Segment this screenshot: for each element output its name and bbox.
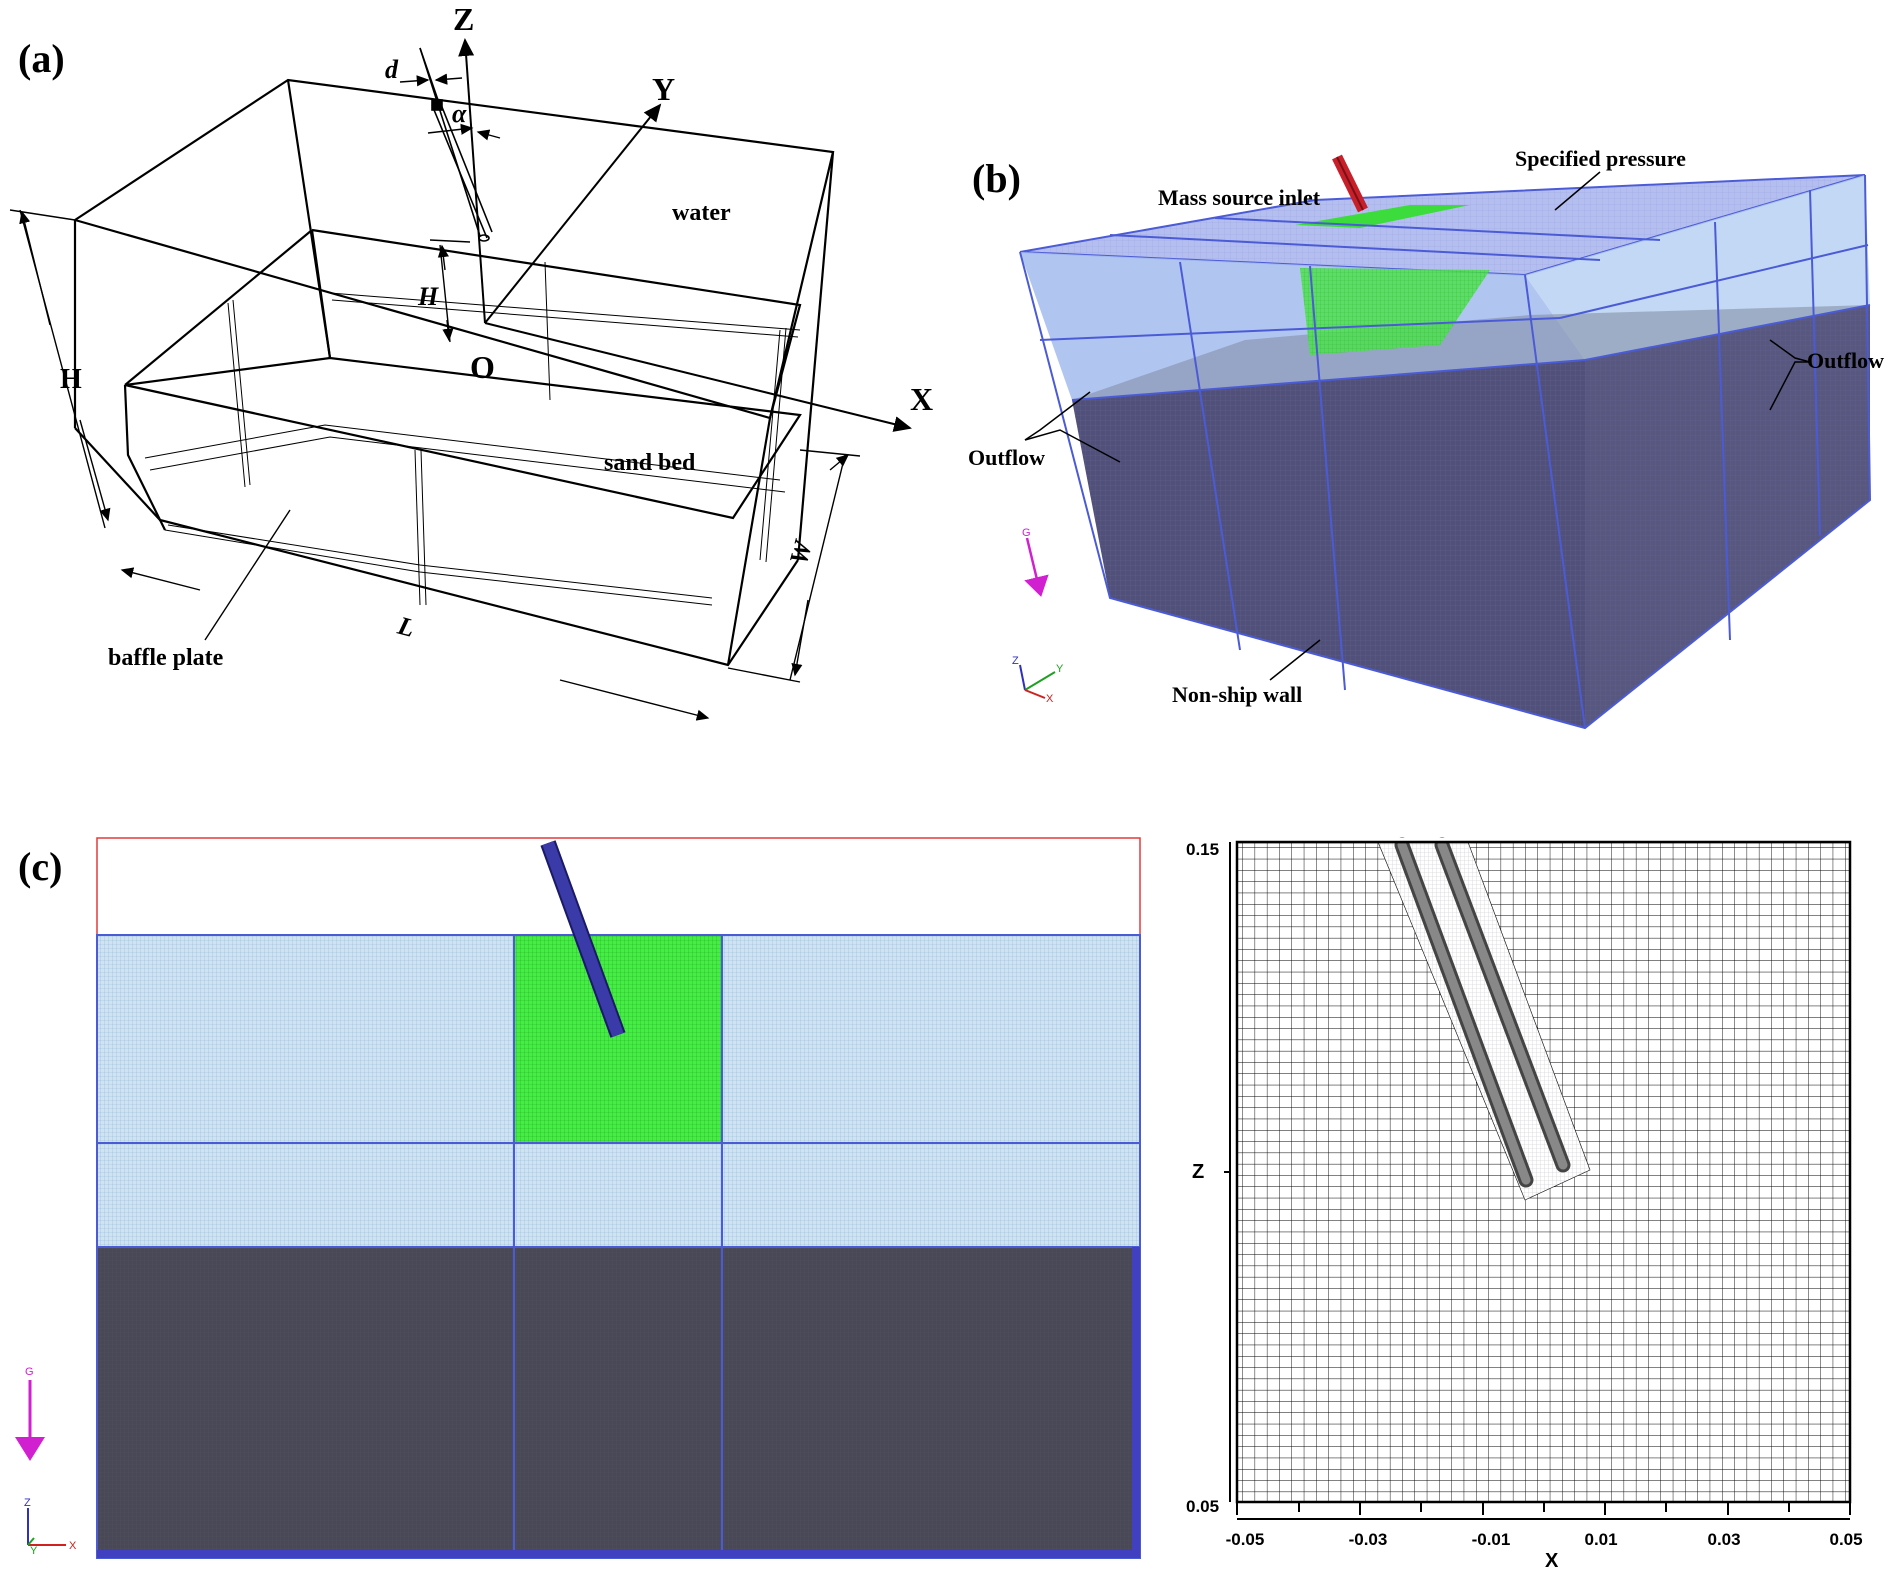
baffle-plate-leader [204, 509, 291, 641]
triad-b-y: Y [1056, 663, 1064, 675]
origin-label: O [470, 349, 495, 385]
panel-b: (b) [968, 146, 1884, 730]
refinement-mesh-c [514, 935, 722, 1143]
dim-l-label: L [394, 610, 418, 642]
outflow-right-leader-2 [1769, 361, 1810, 411]
domain-sand-top [1072, 305, 1870, 400]
triad-c-y: Y [30, 1545, 38, 1557]
domain-front-sand-mesh [1072, 360, 1585, 728]
pipe-walls-d [1394, 837, 1571, 1188]
y-tick-top-d: 0.15 [1186, 840, 1219, 859]
gravity-label-b: G [1022, 527, 1031, 539]
triad-c [27, 1508, 66, 1546]
right-boundary-c [1132, 1247, 1140, 1558]
dimension-w [727, 449, 861, 683]
axis-z-label: Z [453, 1, 474, 37]
dim-w-label: W [784, 536, 818, 568]
panel-c: (c) G [15, 837, 1141, 1559]
axis-y-label: Y [652, 71, 675, 107]
triad-b [1019, 664, 1056, 699]
bottom-boundary-c [97, 1550, 1140, 1558]
x-tick-4: 0.03 [1708, 1530, 1741, 1549]
outflow-left-leader-1 [1024, 391, 1091, 441]
plot-top-cover-d [1237, 838, 1850, 842]
dim-h-left-label: H [60, 364, 82, 395]
dim-h-inner-label: H [417, 282, 439, 311]
mass-source-inlet-label: Mass source inlet [1158, 185, 1321, 210]
axes-a [458, 38, 912, 432]
non-ship-wall-leader [1269, 639, 1321, 681]
specified-pressure-leader [1554, 171, 1601, 211]
refinement-box-3d-mesh [1300, 268, 1490, 355]
x-axis-label-d: X [1545, 1550, 1559, 1570]
water-label: water [672, 200, 731, 226]
axis-x-label: X [910, 381, 933, 417]
dimension-h-inner [429, 239, 471, 343]
x-tick-2: -0.01 [1472, 1530, 1511, 1549]
outflow-right-label: Outflow [1807, 348, 1884, 373]
triad-b-x: X [1046, 693, 1054, 705]
non-ship-wall-label: Non-ship wall [1172, 682, 1302, 707]
panel-c-label: (c) [18, 844, 62, 889]
dimension-h-left [9, 209, 111, 529]
block-lines-c [96, 934, 1141, 1559]
outflow-right-leader-1 [1769, 339, 1811, 363]
red-pipe [1332, 154, 1368, 213]
panel-a-label: (a) [18, 36, 65, 81]
mass-source-inlet-patch [1295, 205, 1470, 228]
y-axis-label-d: Z [1192, 1161, 1204, 1183]
tank-outline [73, 78, 835, 667]
dim-alpha-label: α [452, 99, 467, 128]
panel-b-label: (b) [972, 156, 1021, 201]
sand-bed-label: sand bed [604, 450, 696, 476]
baffle-plate-label: baffle plate [108, 645, 224, 671]
x-tick-0: -0.05 [1226, 1530, 1265, 1549]
panel-a: (a) [9, 1, 933, 721]
domain-right-sand-mesh [1585, 305, 1870, 728]
x-axis-ticks-d [1236, 1502, 1851, 1520]
panel-d: 0.15 0.05 Z -0.05 -0.03 -0.01 0.01 0.03 … [1186, 837, 1863, 1570]
pipe-a [419, 47, 493, 242]
dim-d-label: d [385, 55, 399, 84]
dimension-l [120, 567, 710, 721]
x-tick-labels-d: -0.05 -0.03 -0.01 0.01 0.03 0.05 [1226, 1530, 1863, 1549]
blue-pipe-c [540, 840, 626, 1038]
tank-inner-lines [144, 261, 801, 606]
x-tick-5: 0.05 [1830, 1530, 1863, 1549]
sand-mesh-c [97, 1247, 1140, 1558]
domain-top-mesh [1020, 175, 1865, 275]
x-tick-1: -0.03 [1349, 1530, 1388, 1549]
dimension-d [399, 73, 501, 141]
y-tick-bottom-d: 0.05 [1186, 1497, 1219, 1516]
gravity-arrow-b [1024, 537, 1049, 597]
specified-pressure-label: Specified pressure [1515, 146, 1686, 171]
outflow-left-leader-2 [1024, 429, 1121, 463]
block-lines-b [1019, 174, 1872, 730]
triad-c-x: X [69, 1540, 77, 1552]
x-tick-3: 0.01 [1585, 1530, 1618, 1549]
triad-c-z: Z [24, 1497, 31, 1509]
gravity-label-c: G [25, 1366, 34, 1378]
outflow-left-label: Outflow [968, 445, 1045, 470]
triad-b-z: Z [1012, 655, 1019, 667]
